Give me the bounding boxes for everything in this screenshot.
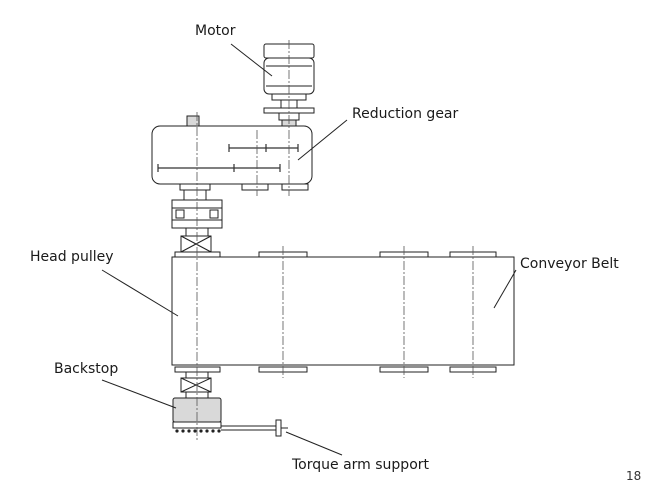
center-lines [196, 40, 474, 440]
backstop-label: Backstop [54, 361, 118, 377]
backstop [172, 397, 222, 433]
conveyor-belt [171, 251, 515, 373]
leader-lines [101, 43, 517, 456]
motor-label: Motor [195, 23, 236, 39]
torque-arm [221, 419, 288, 437]
page-number: 18 [626, 469, 641, 480]
reduction-gear-label: Reduction gear [352, 106, 459, 122]
lower-bearing [180, 371, 212, 399]
reduction-gear [151, 115, 313, 191]
torque-arm-support-label: Torque arm support [291, 457, 430, 473]
conveyor-belt-label: Conveyor Belt [520, 256, 619, 272]
head-pulley-label: Head pulley [30, 249, 114, 265]
